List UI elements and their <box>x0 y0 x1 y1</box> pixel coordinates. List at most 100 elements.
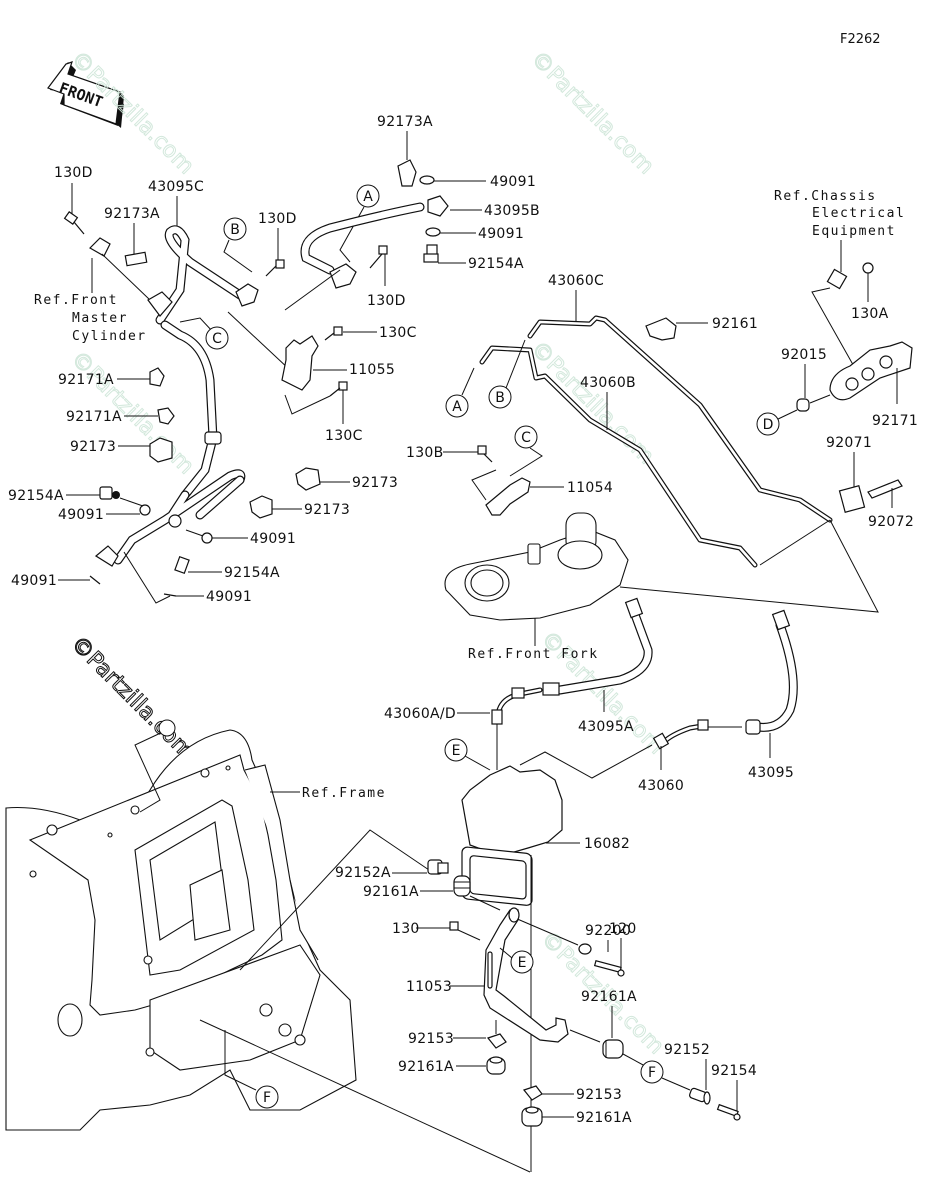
part-49091-washer-c[interactable] <box>139 504 151 516</box>
svg-text:E: E <box>452 743 461 759</box>
hose-lower-left-loop[interactable] <box>94 469 246 567</box>
label-49091-e: 49091 <box>250 531 296 547</box>
part-49091-washer-b[interactable] <box>425 227 441 237</box>
label-130: 130 <box>392 921 420 937</box>
part-92152-collar[interactable] <box>689 1087 711 1105</box>
part-16082-abs-unit[interactable] <box>461 765 580 1172</box>
hose-43095B[interactable] <box>300 195 449 289</box>
label-43060B: 43060B <box>580 375 636 391</box>
label-92171A-b: 92171A <box>66 409 122 425</box>
part-92161A-grommet-a[interactable] <box>453 875 471 897</box>
part-92161A-grommet-c[interactable] <box>486 1056 506 1075</box>
label-49091-b: 49091 <box>478 226 524 242</box>
label-43095B: 43095B <box>484 203 540 219</box>
hose-front-master-line[interactable] <box>160 320 222 500</box>
part-92072-band[interactable] <box>867 479 903 499</box>
part-92152A-collar[interactable] <box>427 859 449 875</box>
label-49091-f: 49091 <box>206 589 252 605</box>
part-49091-washer-a[interactable] <box>419 175 435 185</box>
marker-A-top: A <box>339 184 380 263</box>
part-130D-bolt-b[interactable] <box>265 259 285 277</box>
hose-43095C[interactable] <box>155 225 245 325</box>
part-92161-grommet-block[interactable] <box>645 317 677 341</box>
marker-C-right: C <box>509 425 543 477</box>
part-11054-bracket[interactable] <box>471 469 531 516</box>
part-92154A-bolt-lower[interactable] <box>174 555 222 575</box>
part-92015-collar[interactable] <box>796 398 810 412</box>
svg-text:C: C <box>212 331 222 347</box>
label-92161: 92161 <box>712 316 758 332</box>
ref-front-master-cylinder-1: Ref.Front <box>34 293 118 308</box>
part-92154-bolt[interactable] <box>716 1103 741 1121</box>
part-11055-bracket[interactable] <box>227 269 341 391</box>
pipe-43060B[interactable] <box>479 345 758 568</box>
part-130C-bolt-a[interactable] <box>324 326 343 341</box>
svg-text:F: F <box>648 1065 656 1081</box>
label-43060C: 43060C <box>548 273 604 289</box>
svg-text:B: B <box>230 222 240 238</box>
leader-bottom-grommet <box>199 1019 531 1173</box>
part-banjo-fitting <box>147 291 173 317</box>
label-49091-d: 49091 <box>11 573 57 589</box>
part-92154A-bolt-top[interactable] <box>423 244 439 263</box>
label-92015: 92015 <box>781 347 827 363</box>
part-130C-bolt-b[interactable] <box>284 381 348 415</box>
part-92153-stud-a[interactable] <box>486 1020 507 1049</box>
label-43095: 43095 <box>748 765 794 781</box>
marker-E-top: E <box>444 738 491 771</box>
part-130D-bolt-c[interactable] <box>369 245 388 269</box>
hose-43095A[interactable] <box>542 597 653 696</box>
part-49091-washer-e[interactable] <box>201 532 213 544</box>
part-92173-clamp-a[interactable] <box>149 437 173 463</box>
part-92173A-clamp[interactable] <box>397 159 417 187</box>
label-16082: 16082 <box>584 836 630 852</box>
part-92154A-bolt-left[interactable] <box>99 486 120 500</box>
svg-text:A: A <box>363 189 373 205</box>
svg-text:B: B <box>495 390 505 406</box>
label-130D-c: 130D <box>367 293 406 309</box>
part-130B-bolt[interactable] <box>477 445 493 463</box>
ref-frame <box>5 729 357 1131</box>
part-92171A-clip-a[interactable] <box>149 367 165 387</box>
label-92152: 92152 <box>664 1042 710 1058</box>
part-49091-washer-d[interactable] <box>89 575 101 585</box>
part-130D-bolt-left[interactable] <box>63 183 85 235</box>
marker-D: D <box>756 409 798 436</box>
marker-C-left: C <box>179 317 229 350</box>
part-92171A-clip-b[interactable] <box>157 407 175 425</box>
ref-chassis-electrical-1: Ref.Chassis <box>774 189 877 204</box>
part-92173-clamp-b[interactable] <box>295 467 321 491</box>
leader-pipe-joint-2 <box>619 519 879 613</box>
label-130B: 130B <box>406 445 444 461</box>
pipe-43060C[interactable] <box>527 315 833 523</box>
label-43060: 43060 <box>638 778 684 794</box>
label-92173A-top: 92173A <box>377 114 433 130</box>
part-92153-stud-b[interactable] <box>522 1085 543 1101</box>
label-92153-a: 92153 <box>408 1031 454 1047</box>
part-120-bolt[interactable] <box>593 959 625 977</box>
label-92071: 92071 <box>826 435 872 451</box>
part-92173A-pad[interactable] <box>124 251 148 267</box>
label-43060AD: 43060A/D <box>384 706 456 722</box>
hose-43095[interactable] <box>745 609 798 735</box>
part-92173-clamp-c[interactable] <box>249 495 273 519</box>
svg-text:D: D <box>763 417 774 433</box>
leader-F-frame <box>224 1030 257 1091</box>
pipe-43060AD[interactable] <box>491 687 543 725</box>
part-92161A-grommet-b[interactable] <box>602 1039 624 1059</box>
part-92171-clamp-plate[interactable] <box>829 341 913 404</box>
part-sensor-connector <box>826 268 848 290</box>
figure-code: F2262 <box>840 32 881 47</box>
pipe-43060[interactable] <box>652 719 742 750</box>
label-130C-a: 130C <box>379 325 417 341</box>
svg-text:F: F <box>263 1090 271 1106</box>
part-130-bolt[interactable] <box>449 921 481 941</box>
part-92071-tube[interactable] <box>838 485 866 513</box>
part-92200-washer[interactable] <box>578 943 592 955</box>
part-92161A-grommet-d[interactable] <box>521 1106 543 1127</box>
part-11053-bracket[interactable] <box>483 907 569 1043</box>
part-130A-bolt[interactable] <box>862 262 874 302</box>
label-11055: 11055 <box>349 362 395 378</box>
label-43095A: 43095A <box>578 719 634 735</box>
